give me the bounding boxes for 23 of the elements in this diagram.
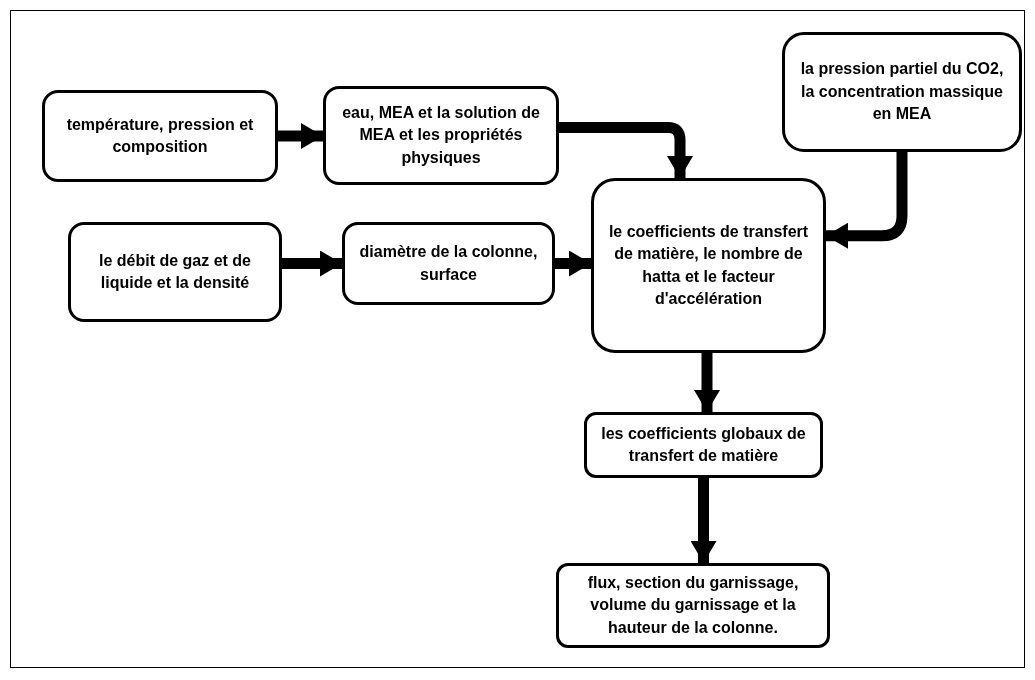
- box-text: les coefficients globaux de transfert de matière: [600, 423, 807, 466]
- arrow: [278, 123, 323, 149]
- arrow: [690, 478, 717, 563]
- box-text: le coefficients de transfert de matière, le nombre de hatta et le facteur d'accélération: [607, 221, 810, 309]
- process-box: [42, 90, 278, 182]
- process-box: [68, 222, 282, 322]
- box-text: diamètre de la colonne, surface: [358, 242, 539, 285]
- box-text: la pression partiel du CO2, la concentration massique en MEA: [799, 59, 1005, 125]
- process-box: [323, 86, 559, 185]
- arrow: [694, 353, 720, 412]
- process-box: [556, 563, 830, 648]
- process-box: [782, 32, 1022, 152]
- process-box: [584, 412, 823, 478]
- arrow: [826, 152, 908, 249]
- box-text: température, pression et composition: [65, 114, 255, 157]
- arrow: [282, 250, 342, 277]
- box-text: flux, section du garnissage, volume du garnissage et la hauteur de la colonne.: [586, 572, 800, 638]
- process-box: [342, 222, 555, 305]
- box-text: eau, MEA et la solution de MEA et les propriétés physiques: [341, 102, 541, 168]
- box-text: le débit de gaz et de liquide et la densité: [98, 250, 252, 293]
- arrow: [559, 122, 693, 178]
- arrow: [555, 250, 591, 277]
- process-box: [591, 178, 826, 353]
